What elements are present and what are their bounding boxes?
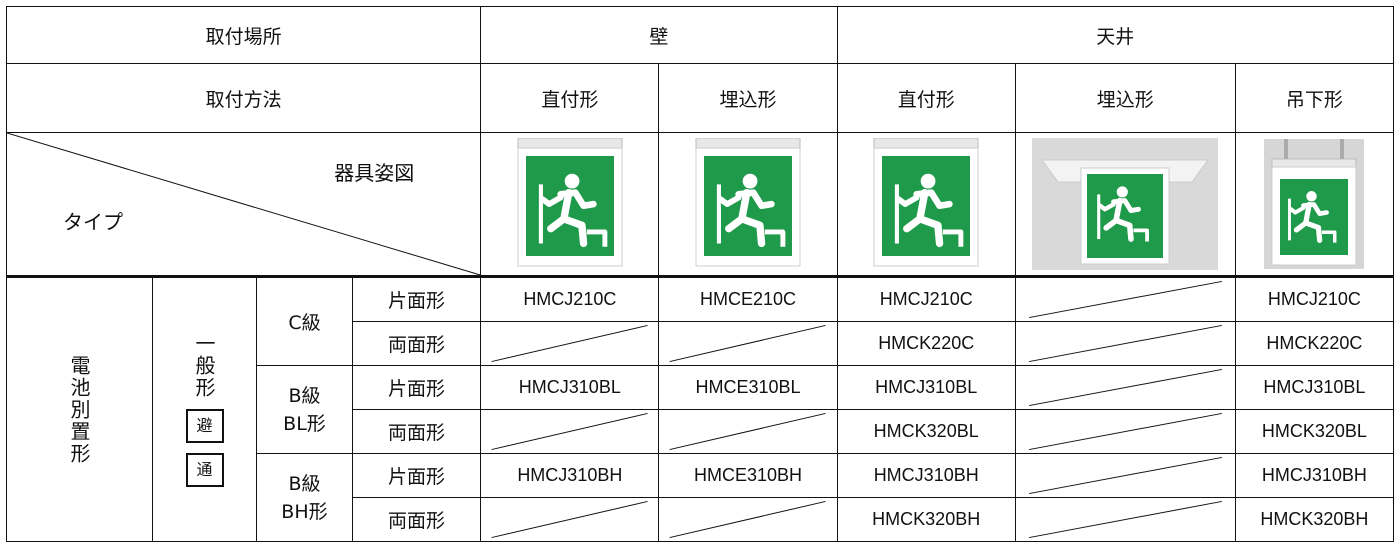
model-cell: HMCJ310BL [1234,365,1394,410]
not-available-cell [658,321,838,366]
header-method-label: 取付方法 [5,63,482,133]
model-cell: HMCJ210C [1234,275,1394,322]
general-type-cell: 一般形 避 通 [151,275,258,542]
not-available-slash [481,498,658,541]
method-ceiling-surface: 直付形 [836,63,1016,133]
not-available-cell [1014,321,1236,366]
model-cell: HMCK320BL [1234,409,1394,454]
not-available-slash [1016,278,1235,321]
class-b-bl: B級 BL形 [256,365,353,454]
not-available-cell [658,497,838,542]
figure-label: 器具姿図 [334,161,415,185]
not-available-slash [1016,498,1235,541]
model-cell: HMCE310BH [658,453,838,498]
method-ceiling-recessed: 埋込形 [1014,63,1236,133]
diagonal-line [7,133,480,275]
face-single: 片面形 [351,365,482,410]
not-available-slash [481,410,658,453]
not-available-cell [1014,497,1236,542]
header-location-label: 取付場所 [5,6,482,64]
method-wall-surface: 直付形 [480,63,660,133]
model-cell: HMCK320BL [836,409,1016,454]
exit-sign-image [1264,139,1365,269]
figure-wall-surface [480,132,660,277]
mark-passage: 通 [154,452,256,487]
model-cell: HMCK320BH [1234,497,1394,542]
model-cell: HMCJ310BL [836,365,1016,410]
model-cell: HMCK220C [1234,321,1394,366]
mark-evacuation: 避 [154,408,256,443]
model-cell: HMCK320BH [836,497,1016,542]
model-cell: HMCJ310BH [1234,453,1394,498]
not-available-slash [659,410,836,453]
model-cell: HMCE210C [658,275,838,322]
model-cell: HMCJ310BL [480,365,660,410]
not-available-cell [480,321,660,366]
figure-ceiling-surface [836,132,1016,277]
not-available-slash [659,498,836,541]
diagonal-header-cell: 器具姿図 タイプ [5,132,482,277]
not-available-slash [1016,410,1235,453]
header-ceiling: 天井 [836,6,1394,64]
face-single: 片面形 [351,275,482,322]
not-available-cell [480,497,660,542]
model-cell: HMCJ310BH [836,453,1016,498]
not-available-cell [480,409,660,454]
model-cell: HMCE310BL [658,365,838,410]
face-double: 両面形 [351,321,482,366]
figure-ceiling-pendant [1234,132,1394,277]
header-wall: 壁 [480,6,838,64]
method-wall-recessed: 埋込形 [658,63,838,133]
not-available-cell [1014,365,1236,410]
model-cell: HMCJ210C [480,275,660,322]
method-ceiling-pendant: 吊下形 [1234,63,1394,133]
exit-sign-image [517,138,623,267]
class-c: C級 [256,275,353,366]
not-available-cell [1014,409,1236,454]
face-single: 片面形 [351,453,482,498]
not-available-slash [481,322,658,365]
not-available-slash [1016,322,1235,365]
not-available-slash [659,322,836,365]
exit-sign-image [873,138,979,267]
not-available-slash [1016,454,1235,497]
not-available-cell [1014,453,1236,498]
model-cell: HMCJ310BH [480,453,660,498]
figure-ceiling-recessed [1014,132,1236,277]
face-double: 両面形 [351,409,482,454]
figure-wall-recessed [658,132,838,277]
battery-type-label: 電池別置形 [6,275,153,542]
exit-sign-image [1032,138,1219,270]
class-b-bh: B級 BH形 [256,453,353,542]
face-double: 両面形 [351,497,482,542]
exit-sign-image [695,138,801,267]
general-type-label: 一般形 [192,332,217,399]
emergency-exit-sign-spec-table: 取付場所 壁 天井 取付方法 直付形 埋込形 直付形 埋込形 吊下形 器具姿図 … [5,6,1394,542]
type-label: タイプ [63,210,123,234]
not-available-cell [1014,275,1236,322]
not-available-slash [1016,366,1235,409]
model-cell: HMCJ210C [836,275,1016,322]
model-cell: HMCK220C [836,321,1016,366]
not-available-cell [658,409,838,454]
